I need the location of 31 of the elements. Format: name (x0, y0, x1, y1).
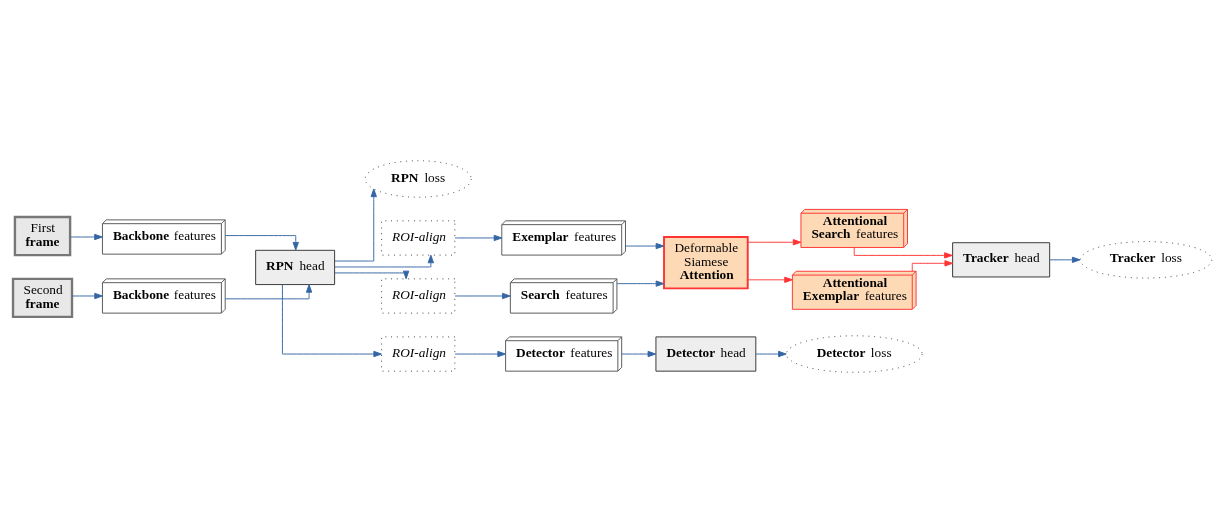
arrow (1049, 256, 1081, 263)
node-box: Detector head (655, 335, 757, 372)
arrow (225, 234, 299, 250)
arrow (71, 292, 103, 299)
arrow (224, 283, 313, 299)
arrow (755, 350, 787, 357)
arrow (334, 270, 410, 279)
arrow (621, 350, 657, 357)
arrow (281, 284, 382, 357)
arrow (747, 276, 793, 283)
node-ellipse: Detector loss (785, 334, 923, 373)
arrow (625, 242, 665, 249)
arrow (454, 292, 511, 299)
node-box: Tracker head (952, 241, 1051, 277)
arrow (334, 254, 434, 267)
node-box: Second frame (11, 277, 74, 318)
node-box: ROI-align (381, 335, 456, 372)
arrow (69, 233, 103, 240)
node-box: ROI-align (381, 219, 456, 256)
node-box: First frame (13, 215, 72, 256)
arrow (911, 259, 954, 271)
node-box: RPN head (255, 249, 336, 285)
node-box: Deformable Siamese Attention (663, 235, 749, 289)
arrow (616, 280, 665, 287)
node-box: ROI-align (381, 277, 456, 314)
arrow (454, 234, 503, 241)
arrow (853, 246, 953, 259)
node-ellipse: Tracker loss (1079, 240, 1213, 279)
arrow (747, 238, 802, 245)
arrow (454, 350, 506, 357)
arrow (334, 188, 377, 261)
